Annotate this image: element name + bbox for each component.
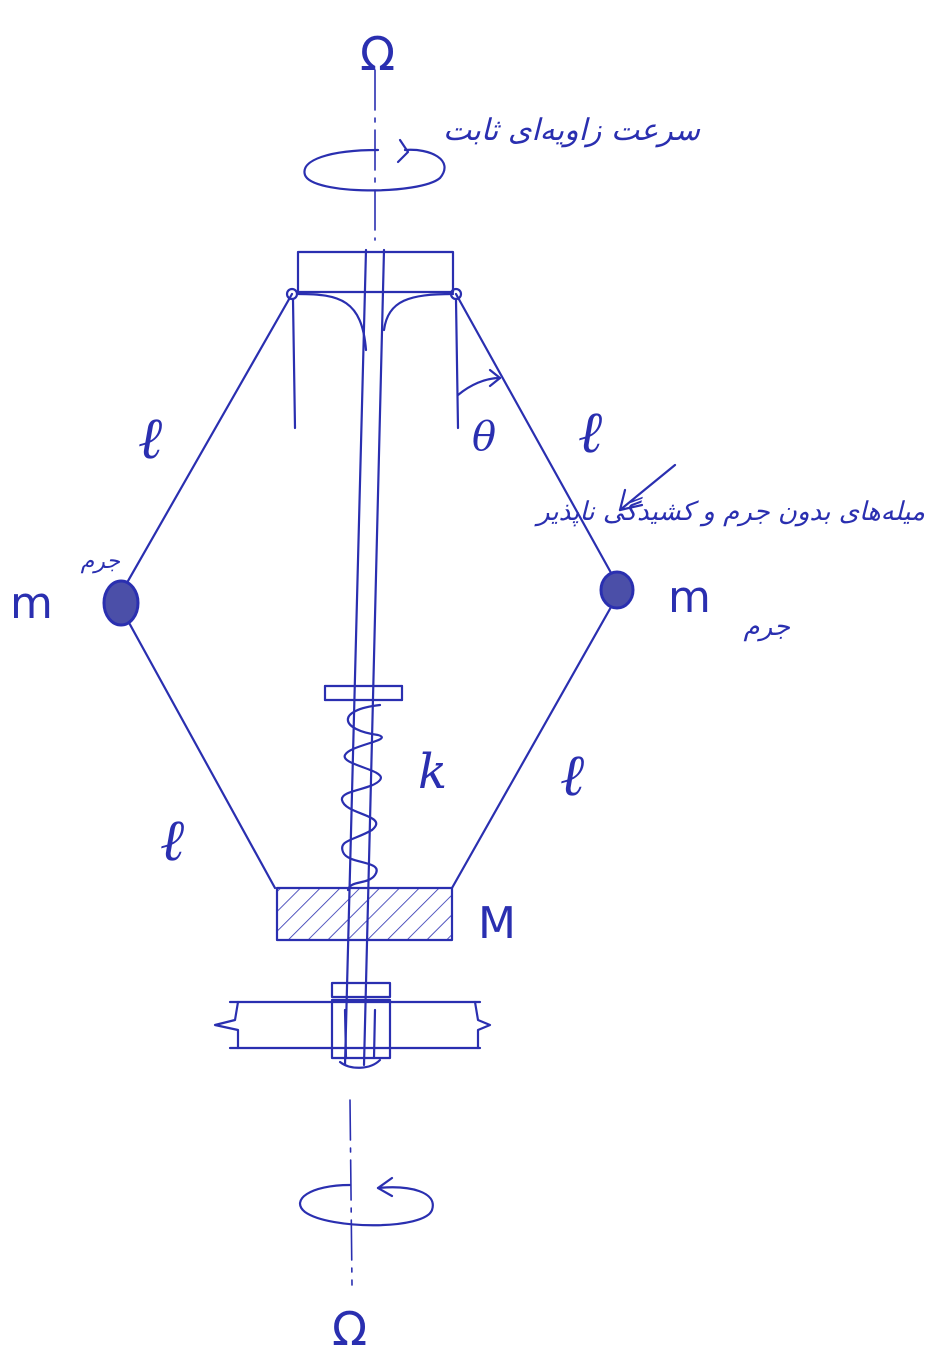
- mass-annotation-left: جرم: [81, 549, 121, 574]
- omega-bottom-label: Ω: [332, 1302, 367, 1351]
- links-annotation-arrow-icon: [618, 463, 677, 512]
- upper-left-link: [118, 292, 294, 597]
- mass-annotation-right: جرم: [743, 612, 790, 642]
- slider-mass-block: [275, 886, 454, 942]
- bottom-bearing: [213, 981, 492, 1069]
- lower-right-link: [450, 598, 617, 890]
- slider-mass-label: M: [478, 898, 516, 949]
- left-mass-ball: [102, 579, 140, 627]
- mass-right-label: m: [668, 572, 711, 623]
- spring-label: k: [418, 744, 447, 800]
- theta-label: θ: [472, 414, 496, 460]
- bottom-rotation-arrow-icon: [298, 1176, 434, 1227]
- link-lower-right-label: ℓ: [560, 741, 584, 809]
- spring-collar: [323, 684, 404, 702]
- links-annotation: میله‌های بدون جرم و کشیدگی ناپذیر: [534, 496, 925, 527]
- omega-top-label: Ω: [360, 27, 395, 81]
- upper-right-link: [454, 292, 617, 582]
- top-housing: [285, 250, 463, 430]
- right-mass-ball: [599, 570, 635, 610]
- mass-left-label: m: [10, 578, 53, 629]
- link-upper-right-label: ℓ: [578, 398, 602, 466]
- rotation-axis: [349, 69, 376, 1286]
- link-lower-left-label: ℓ: [160, 806, 184, 874]
- angular-velocity-annotation: سرعت زاویه‌ای ثابت: [443, 113, 701, 148]
- top-rotation-arrow-icon: [303, 138, 446, 192]
- central-shaft: [343, 248, 386, 1067]
- spring-coil: [340, 703, 383, 892]
- lower-left-link: [120, 608, 277, 890]
- theta-angle-marker: [456, 368, 502, 397]
- link-upper-left-label: ℓ: [138, 404, 162, 472]
